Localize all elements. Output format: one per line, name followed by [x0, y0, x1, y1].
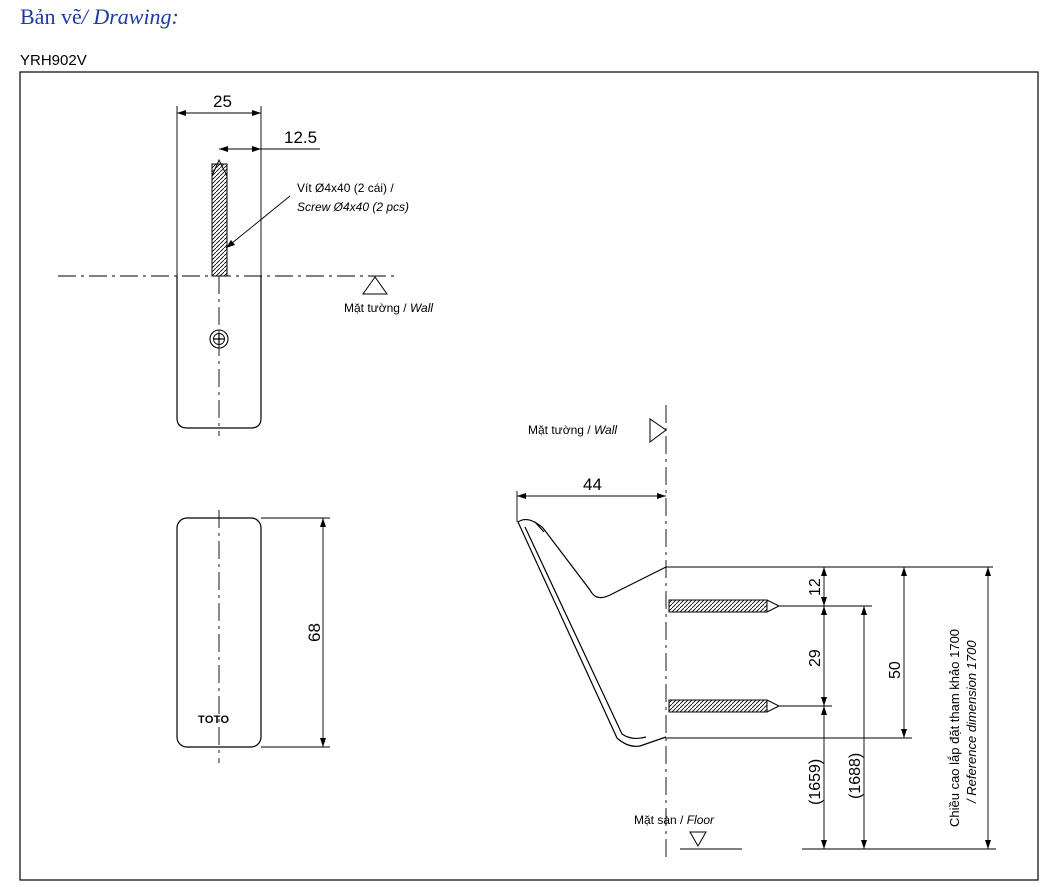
ref-label-vn: Chiều cao lắp đặt tham khảo 1700 [947, 629, 962, 827]
arrow-68-top [320, 518, 326, 527]
arrow-29-bottom [821, 697, 827, 706]
arrow-12-bottom [821, 597, 827, 606]
arrow-50-bottom [901, 729, 907, 738]
arrow-12-5-right [252, 146, 261, 152]
arrow-25-left [177, 110, 186, 116]
screw-leader-arrow [226, 240, 235, 248]
ref-label-en: / Reference dimension 1700 [964, 640, 979, 804]
screw-tip [211, 158, 228, 177]
wall-label-side: Mặt tường / Wall [528, 423, 617, 437]
dim-12-label: 12 [807, 578, 824, 596]
drawing-title: Bản vẽ/ Drawing: [20, 4, 179, 30]
dim-50-label: 50 [887, 661, 904, 679]
dim-12-5-label: 12.5 [284, 128, 317, 147]
arrow-1700-bottom [985, 840, 991, 849]
arrow-1700-top [985, 567, 991, 576]
arrow-44-right [657, 493, 666, 499]
arrow-1659-top [821, 706, 827, 715]
side-screw-2-tip [766, 699, 781, 713]
arrow-29-top [821, 606, 827, 615]
arrow-68-bottom [320, 738, 326, 747]
hook-profile-outer [517, 518, 667, 747]
arrow-1659-bottom [821, 840, 827, 849]
arrow-44-left [517, 493, 526, 499]
arrow-12-top [821, 567, 827, 576]
wall-mark-top [362, 276, 388, 295]
screw-label-vn: Vít Ø4x40 (2 cái) / [297, 181, 394, 195]
floor-label-vn: Mặt sàn / [634, 813, 684, 827]
hook-profile-inner-2 [534, 521, 545, 533]
side-view: Mặt tường / Wall 44 12 29 (1659) [516, 405, 996, 858]
floor-label: Mặt sàn / Floor [634, 813, 715, 827]
dim-29-label: 29 [807, 649, 824, 667]
arrow-1688-top [861, 606, 867, 615]
drawing-frame [19, 71, 1039, 881]
model-number: YRH902V [20, 52, 87, 69]
side-screw-2 [668, 699, 768, 713]
wall-mark-side [649, 418, 667, 443]
side-screw-1 [668, 599, 768, 613]
wall-label-side-vn: Mặt tường / [528, 423, 591, 437]
floor-mark [689, 831, 707, 848]
screw-head-cross [214, 334, 224, 344]
side-screw-1-tip [766, 599, 781, 613]
wall-label-top-en: Wall [410, 301, 433, 315]
title-vn: Bản vẽ [20, 4, 82, 29]
wall-label-side-en: Wall [594, 423, 617, 437]
front-view: TOTO 68 [176, 510, 330, 763]
wall-label-top: Mặt tường / Wall [344, 301, 433, 315]
screw-leader [225, 195, 291, 249]
screw-top-view [211, 163, 228, 277]
top-view: 25 12.5 Vít Ø4x40 (2 cái) / Screw Ø4x40 … [58, 92, 433, 436]
dim-1659-label: (1659) [807, 759, 824, 805]
floor-label-en: Floor [687, 813, 715, 827]
arrow-1688-bottom [861, 840, 867, 849]
hook-profile-inner [524, 526, 647, 740]
dim-25-label: 25 [213, 92, 232, 111]
arrow-50-top [901, 567, 907, 576]
hook-body-top [176, 276, 262, 429]
dim-44-label: 44 [583, 475, 602, 494]
title-en: / Drawing: [81, 4, 179, 29]
toto-logo: TOTO [198, 714, 229, 726]
screw-label-en: Screw Ø4x40 (2 pcs) [297, 200, 409, 214]
arrow-25-right [252, 110, 261, 116]
dim-1688-label: (1688) [847, 753, 864, 799]
screw-head-inner [213, 333, 225, 345]
dim-68-label: 68 [305, 623, 324, 642]
arrow-12-5-left [219, 146, 228, 152]
screw-head-outer [209, 329, 229, 349]
wall-label-top-vn: Mặt tường / [344, 301, 407, 315]
